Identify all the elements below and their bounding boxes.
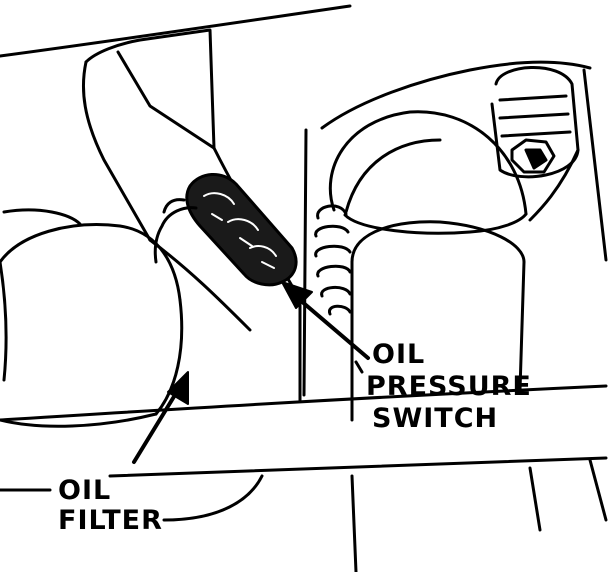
filter-leader-arrow bbox=[0, 371, 264, 522]
label-oil-filter-line-1: OIL bbox=[58, 475, 112, 506]
oil-pressure-switch-sensor bbox=[153, 173, 298, 287]
frame-rail-1 bbox=[302, 128, 308, 397]
label-oil-pressure-switch-line-2: PRESSURE bbox=[366, 371, 532, 402]
frame-rail-2 bbox=[320, 60, 592, 130]
label-oil-pressure-switch-line-1: OIL bbox=[372, 339, 426, 370]
label-oil-filter-line-2: FILTER bbox=[58, 505, 163, 536]
bolt-head bbox=[490, 66, 608, 262]
pulley-housing bbox=[328, 110, 528, 392]
frame-crossmember bbox=[0, 384, 608, 572]
threaded-stud bbox=[314, 204, 352, 316]
engine-block-top-edge bbox=[0, 4, 352, 58]
label-oil-pressure-switch-line-3: SWITCH bbox=[372, 403, 499, 434]
oil-filter bbox=[0, 208, 184, 428]
switch-leader-arrow bbox=[281, 281, 370, 422]
